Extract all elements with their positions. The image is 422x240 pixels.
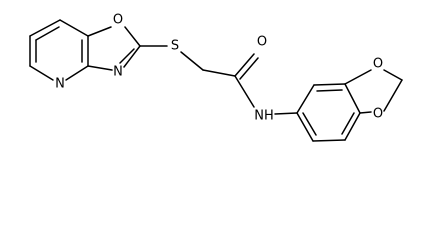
bond [202,69,236,77]
atom-label-amide-nh: NH [254,109,274,124]
bond [383,69,403,81]
atom-label-nitrogen: N [55,77,65,92]
atom-label-oxygen: O [257,35,267,50]
bond [359,111,372,114]
pyridine-ring [29,19,89,81]
bond [29,19,61,37]
atom-label-sulfur: S [171,39,179,54]
atom-label-oxygen: O [113,13,123,28]
bond [234,75,255,108]
benzodioxole-ring [296,83,361,142]
bond [312,139,346,142]
double-bond-inner [341,112,355,135]
double-bond-inner [239,57,259,80]
double-bond-inner [316,89,343,92]
bond [344,69,372,85]
oxazole-ring [87,26,141,71]
bond [180,51,204,71]
bond [124,26,141,47]
bond [296,84,315,114]
bond [383,79,403,112]
bond [234,53,255,77]
atom-label-nitrogen: N [113,65,123,80]
bond [344,83,361,114]
bond [313,83,346,86]
dioxole-ring [344,69,403,114]
atom-label-oxygen: O [373,107,383,122]
bond [87,26,112,37]
bond [59,19,89,37]
double-bond-inner [302,112,317,136]
atom-label-oxygen: O [373,57,383,72]
bond [29,65,54,81]
bond [274,112,298,115]
thioacetamide-linker [139,45,298,115]
chemical-structure: O N N S O NH O O [29,13,403,142]
double-bond-inner [119,48,135,64]
bond [65,65,89,81]
bond [87,65,113,71]
double-bond-inner [35,26,60,41]
bond [123,45,141,68]
bond [296,112,314,142]
bond [344,112,361,141]
